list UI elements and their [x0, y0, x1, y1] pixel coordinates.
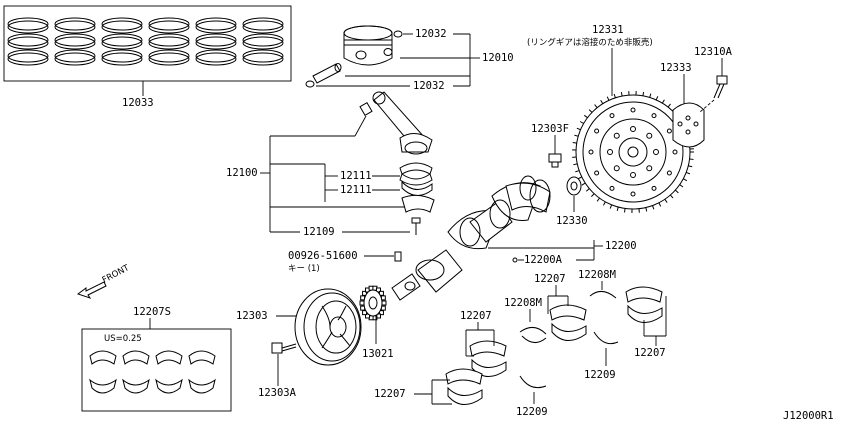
conrod-bearing-upper-icon[interactable] — [399, 162, 433, 175]
thrust-washer-b-label: 12209 — [584, 369, 616, 381]
key-qty-label: キー (1) — [288, 264, 320, 274]
thrust-a-label: 12208M — [504, 297, 542, 309]
pulley-bolt-icon[interactable] — [271, 342, 297, 354]
conrod-bolt-icon[interactable] — [411, 217, 421, 235]
main-bearing-pair-c-icon[interactable] — [625, 286, 663, 323]
pilot-bolt-icon[interactable] — [548, 153, 562, 168]
ring-sets — [7, 17, 284, 66]
undersize-label: US=0.25 — [104, 334, 142, 344]
ring-stack — [7, 17, 49, 66]
pulley-label: 12303 — [236, 310, 268, 322]
ring-stack — [101, 17, 143, 66]
flywheel-bolt-icon[interactable] — [713, 75, 728, 99]
ring-stack — [195, 17, 237, 66]
main-bearing-pair-b-icon[interactable] — [549, 304, 587, 341]
clip-bottom-icon[interactable] — [305, 80, 315, 88]
rings-box — [3, 5, 292, 82]
pilot-bushing-icon[interactable] — [566, 176, 582, 196]
main-bearing-set-label: 12207S — [133, 306, 171, 318]
main-bearing-a-label: 12207 — [460, 310, 492, 322]
crank-pulley-icon[interactable] — [294, 288, 362, 366]
conrod-assy-label: 12100 — [226, 167, 258, 179]
clip-top-label: 12032 — [415, 28, 447, 40]
pulley-bolt-label: 12303A — [258, 387, 297, 399]
main-bearing-c-label: 12207 — [634, 347, 666, 359]
piston-pin-icon[interactable] — [312, 63, 342, 84]
bearing-shell-pair — [188, 350, 216, 394]
main-bearing-pair-a-icon[interactable] — [445, 340, 507, 405]
ring-stack — [148, 17, 190, 66]
bearing-shell-pair — [122, 350, 150, 394]
front-arrow-icon — [76, 281, 107, 299]
main-bearing-set-box — [81, 328, 232, 412]
bearing-lower-label: 12111 — [340, 184, 372, 196]
flywheel-bolt-label: 12310A — [694, 46, 733, 58]
piston-rings-group[interactable] — [3, 5, 292, 82]
conrod-bearing-lower-icon[interactable] — [399, 173, 433, 196]
crank-plug-label: 12200A — [524, 254, 563, 266]
ring-stack — [242, 17, 284, 66]
crankshaft-icon[interactable] — [391, 175, 551, 301]
flywheel-plate-label: 12333 — [660, 62, 692, 74]
flywheel-label: 12331 — [592, 24, 624, 36]
clip-top-icon[interactable] — [393, 30, 403, 38]
flywheel-note: (リングギアは溶接のため非販売) — [527, 37, 653, 48]
key-icon[interactable] — [394, 251, 402, 262]
thrust-a-inner-icon — [521, 335, 547, 343]
bearing-shell-pair — [155, 350, 183, 394]
sprocket-icon[interactable] — [359, 285, 387, 321]
thrust-a-upper-icon[interactable] — [519, 327, 547, 335]
flywheel-plate-icon[interactable] — [672, 102, 705, 148]
flywheel-icon[interactable] — [572, 91, 694, 213]
sprocket-label: 13021 — [362, 348, 394, 360]
crankshaft-label: 12200 — [605, 240, 637, 252]
key-part-label: 00926-51600 — [288, 250, 358, 262]
front-label: FRONT — [101, 263, 132, 286]
piston-icon[interactable] — [343, 25, 393, 66]
thrust-washer-a-icon[interactable] — [519, 375, 547, 389]
conrod-bolt-label: 12109 — [303, 226, 335, 238]
bearing-upper-label: 12111 — [340, 170, 372, 182]
main-bearing-b-label: 12207 — [534, 273, 566, 285]
diagram-code: J12000R1 — [783, 410, 834, 422]
thrust-washer-b-icon[interactable] — [593, 331, 619, 345]
thrust-washer-a-label: 12209 — [516, 406, 548, 418]
clip-bottom-label: 12032 — [413, 80, 445, 92]
thrust-b-upper-icon[interactable] — [589, 291, 617, 299]
crank-plug-icon[interactable] — [512, 257, 518, 263]
ring-stack — [54, 17, 96, 66]
pilot-bolt-label: 12303F — [531, 123, 569, 135]
conrod-icon[interactable] — [359, 91, 433, 155]
main-bearing-d-label: 12207 — [374, 388, 406, 400]
bearing-shell-pair — [89, 350, 117, 394]
thrust-b-label: 12208M — [578, 269, 616, 281]
pilot-bushing-label: 12330 — [556, 215, 588, 227]
piston-assy-label: 12010 — [482, 52, 514, 64]
rings-label: 12033 — [122, 97, 154, 109]
conrod-cap-icon[interactable] — [401, 194, 435, 213]
main-bearing-set-icons[interactable] — [89, 350, 216, 394]
